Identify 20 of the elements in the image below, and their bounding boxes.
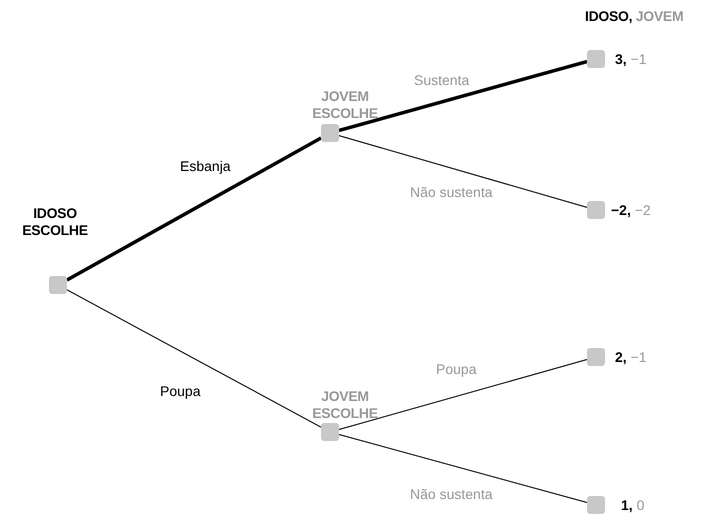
edge-label: Não sustenta: [408, 184, 494, 200]
edge-label: Esbanja: [178, 158, 233, 174]
edge-label: Poupa: [158, 383, 202, 399]
payoff-label: −2, −2: [611, 201, 651, 219]
player-label: JOVEM ESCOLHE: [311, 88, 379, 122]
edge-label: Poupa: [434, 361, 478, 377]
edge-label: Sustenta: [412, 72, 472, 88]
player-label: IDOSO ESCOLHE: [21, 205, 89, 239]
player-label: JOVEM ESCOLHE: [311, 388, 379, 422]
edge-label: Não sustenta: [408, 486, 494, 502]
payoff-label: 1, 0: [621, 496, 644, 514]
payoff-label: 3, −1: [615, 50, 647, 68]
branch-line: [338, 135, 588, 208]
payoff-header: IDOSO, JOVEM: [585, 8, 684, 24]
branch-line: [338, 434, 588, 504]
branch-line: [66, 289, 322, 428]
branch-line: [338, 359, 588, 430]
branch-line: [66, 136, 322, 282]
branch-line: [338, 60, 588, 132]
payoff-label: 2, −1: [615, 348, 647, 366]
